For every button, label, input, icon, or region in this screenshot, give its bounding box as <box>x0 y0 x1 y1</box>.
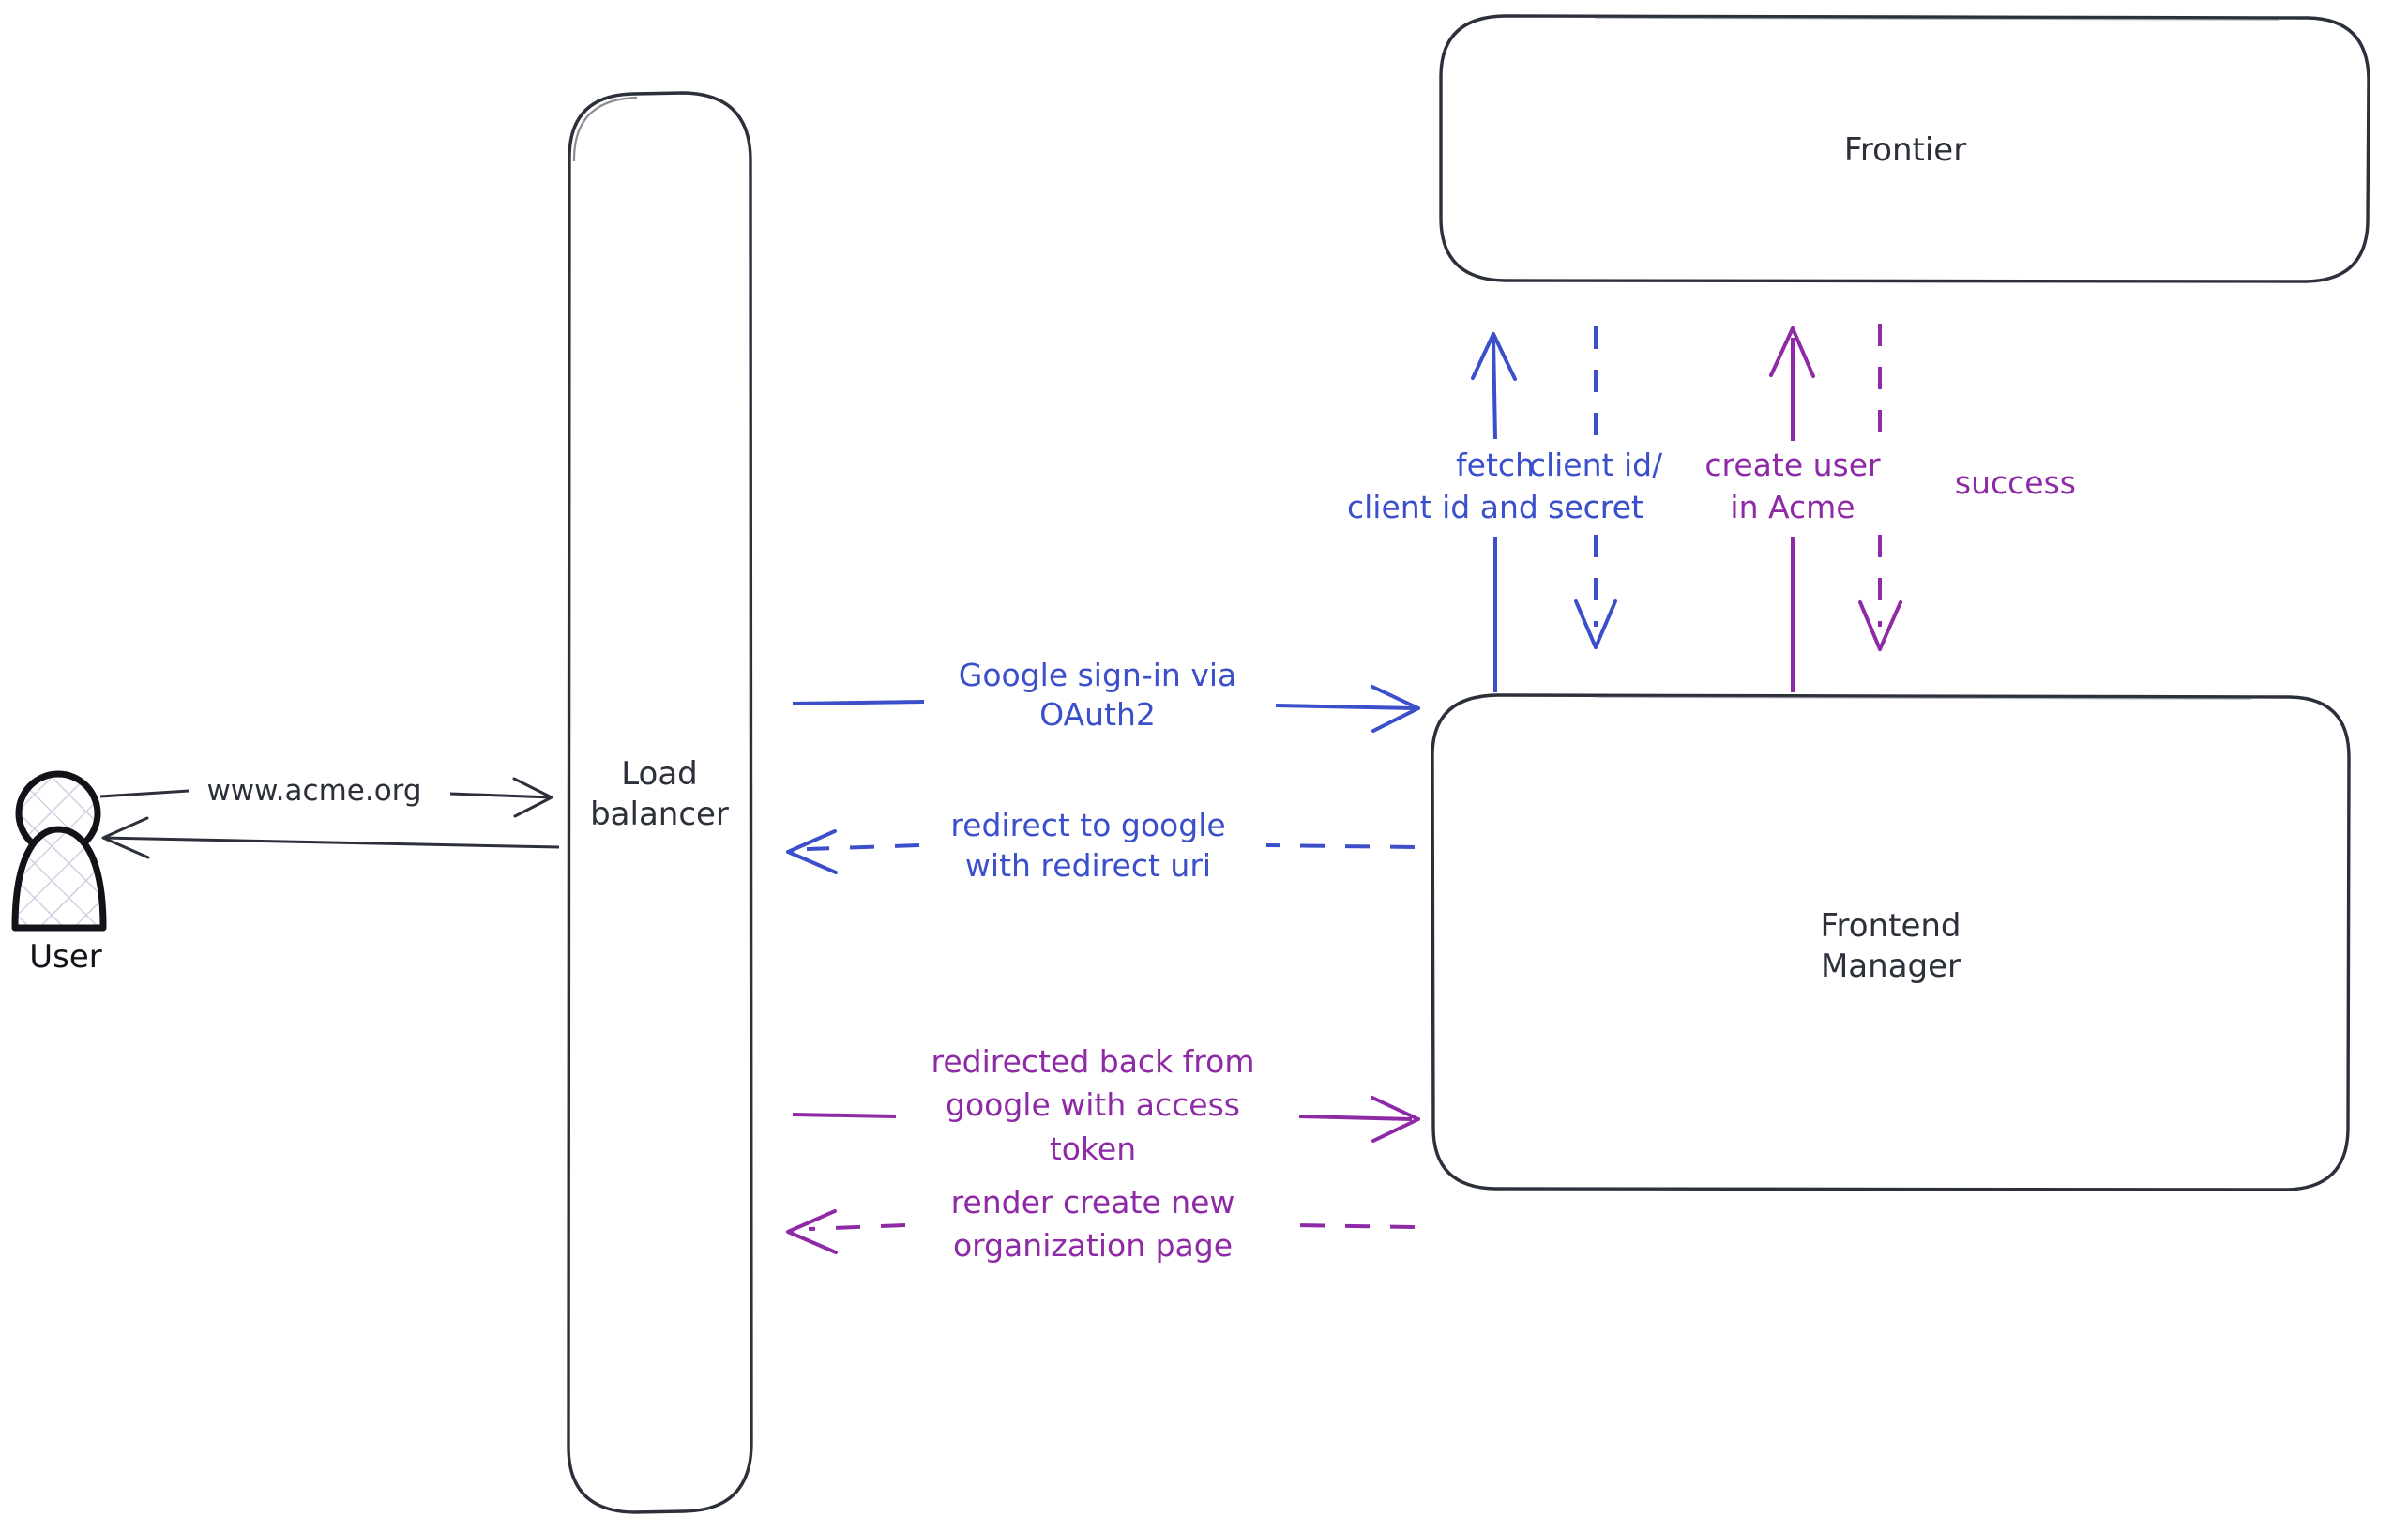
edge-label-fetch-line2: client id and secret <box>1346 489 1644 525</box>
edge-create-user-in-acme <box>1769 326 1815 692</box>
edge-redirect-to-google <box>786 829 1416 874</box>
node-loadbalancer-shape <box>567 91 753 1514</box>
edge-label-redirected-back-line2: google with access <box>946 1086 1240 1123</box>
edge-label-google-signin-line2: OAuth2 <box>1039 696 1156 733</box>
actor-user-shape <box>11 770 107 932</box>
edge-success-response <box>1858 324 1902 651</box>
node-frontier-label: Frontier <box>1843 131 1967 169</box>
edge-label-create-user-line2: in Acme <box>1730 489 1855 525</box>
node-loadbalancer-label-line1: Load <box>621 755 698 793</box>
node-frontendmanager-shape <box>1431 693 2351 1191</box>
node-frontendmanager-label-line2: Manager <box>1820 948 1961 985</box>
edge-label-redirected-back-line3: token <box>1049 1130 1137 1167</box>
edge-label-client-id-secret-line1: client id/ <box>1528 447 1663 483</box>
edge-user-to-loadbalancer <box>99 777 553 818</box>
edge-render-create-org-page <box>786 1209 1416 1254</box>
edge-label-client-id-secret-line2: secret <box>1548 489 1643 525</box>
actor-user-label: User <box>29 938 102 976</box>
edge-label-fetch-line1: fetch <box>1456 447 1535 483</box>
edge-label-create-user-line1: create user <box>1704 447 1881 483</box>
edge-label-render-create-org-line2: organization page <box>952 1227 1234 1264</box>
edge-label-redirect-google-line2: with redirect uri <box>964 847 1212 884</box>
node-loadbalancer-label-line2: balancer <box>590 796 729 833</box>
edge-label-render-create-org-line1: render create new <box>950 1184 1235 1221</box>
edge-label-success: success <box>1954 464 2076 501</box>
edge-label-redirected-back-line1: redirected back from <box>931 1043 1255 1080</box>
edge-redirected-back-with-token <box>792 1096 1420 1143</box>
edge-fetch-client-id-and-secret <box>1471 332 1517 692</box>
edge-client-id-secret-response <box>1574 326 1617 649</box>
edge-label-www-acme-org: www.acme.org <box>206 774 422 808</box>
node-frontier-shape <box>1439 14 2370 283</box>
edge-google-signin-oauth2 <box>792 685 1420 733</box>
edge-label-redirect-google-line1: redirect to google <box>950 807 1226 843</box>
edge-loadbalancer-to-user <box>101 816 560 859</box>
node-frontendmanager-label-line1: Frontend <box>1820 907 1961 945</box>
edge-label-google-signin-line1: Google sign-in via <box>958 657 1237 693</box>
